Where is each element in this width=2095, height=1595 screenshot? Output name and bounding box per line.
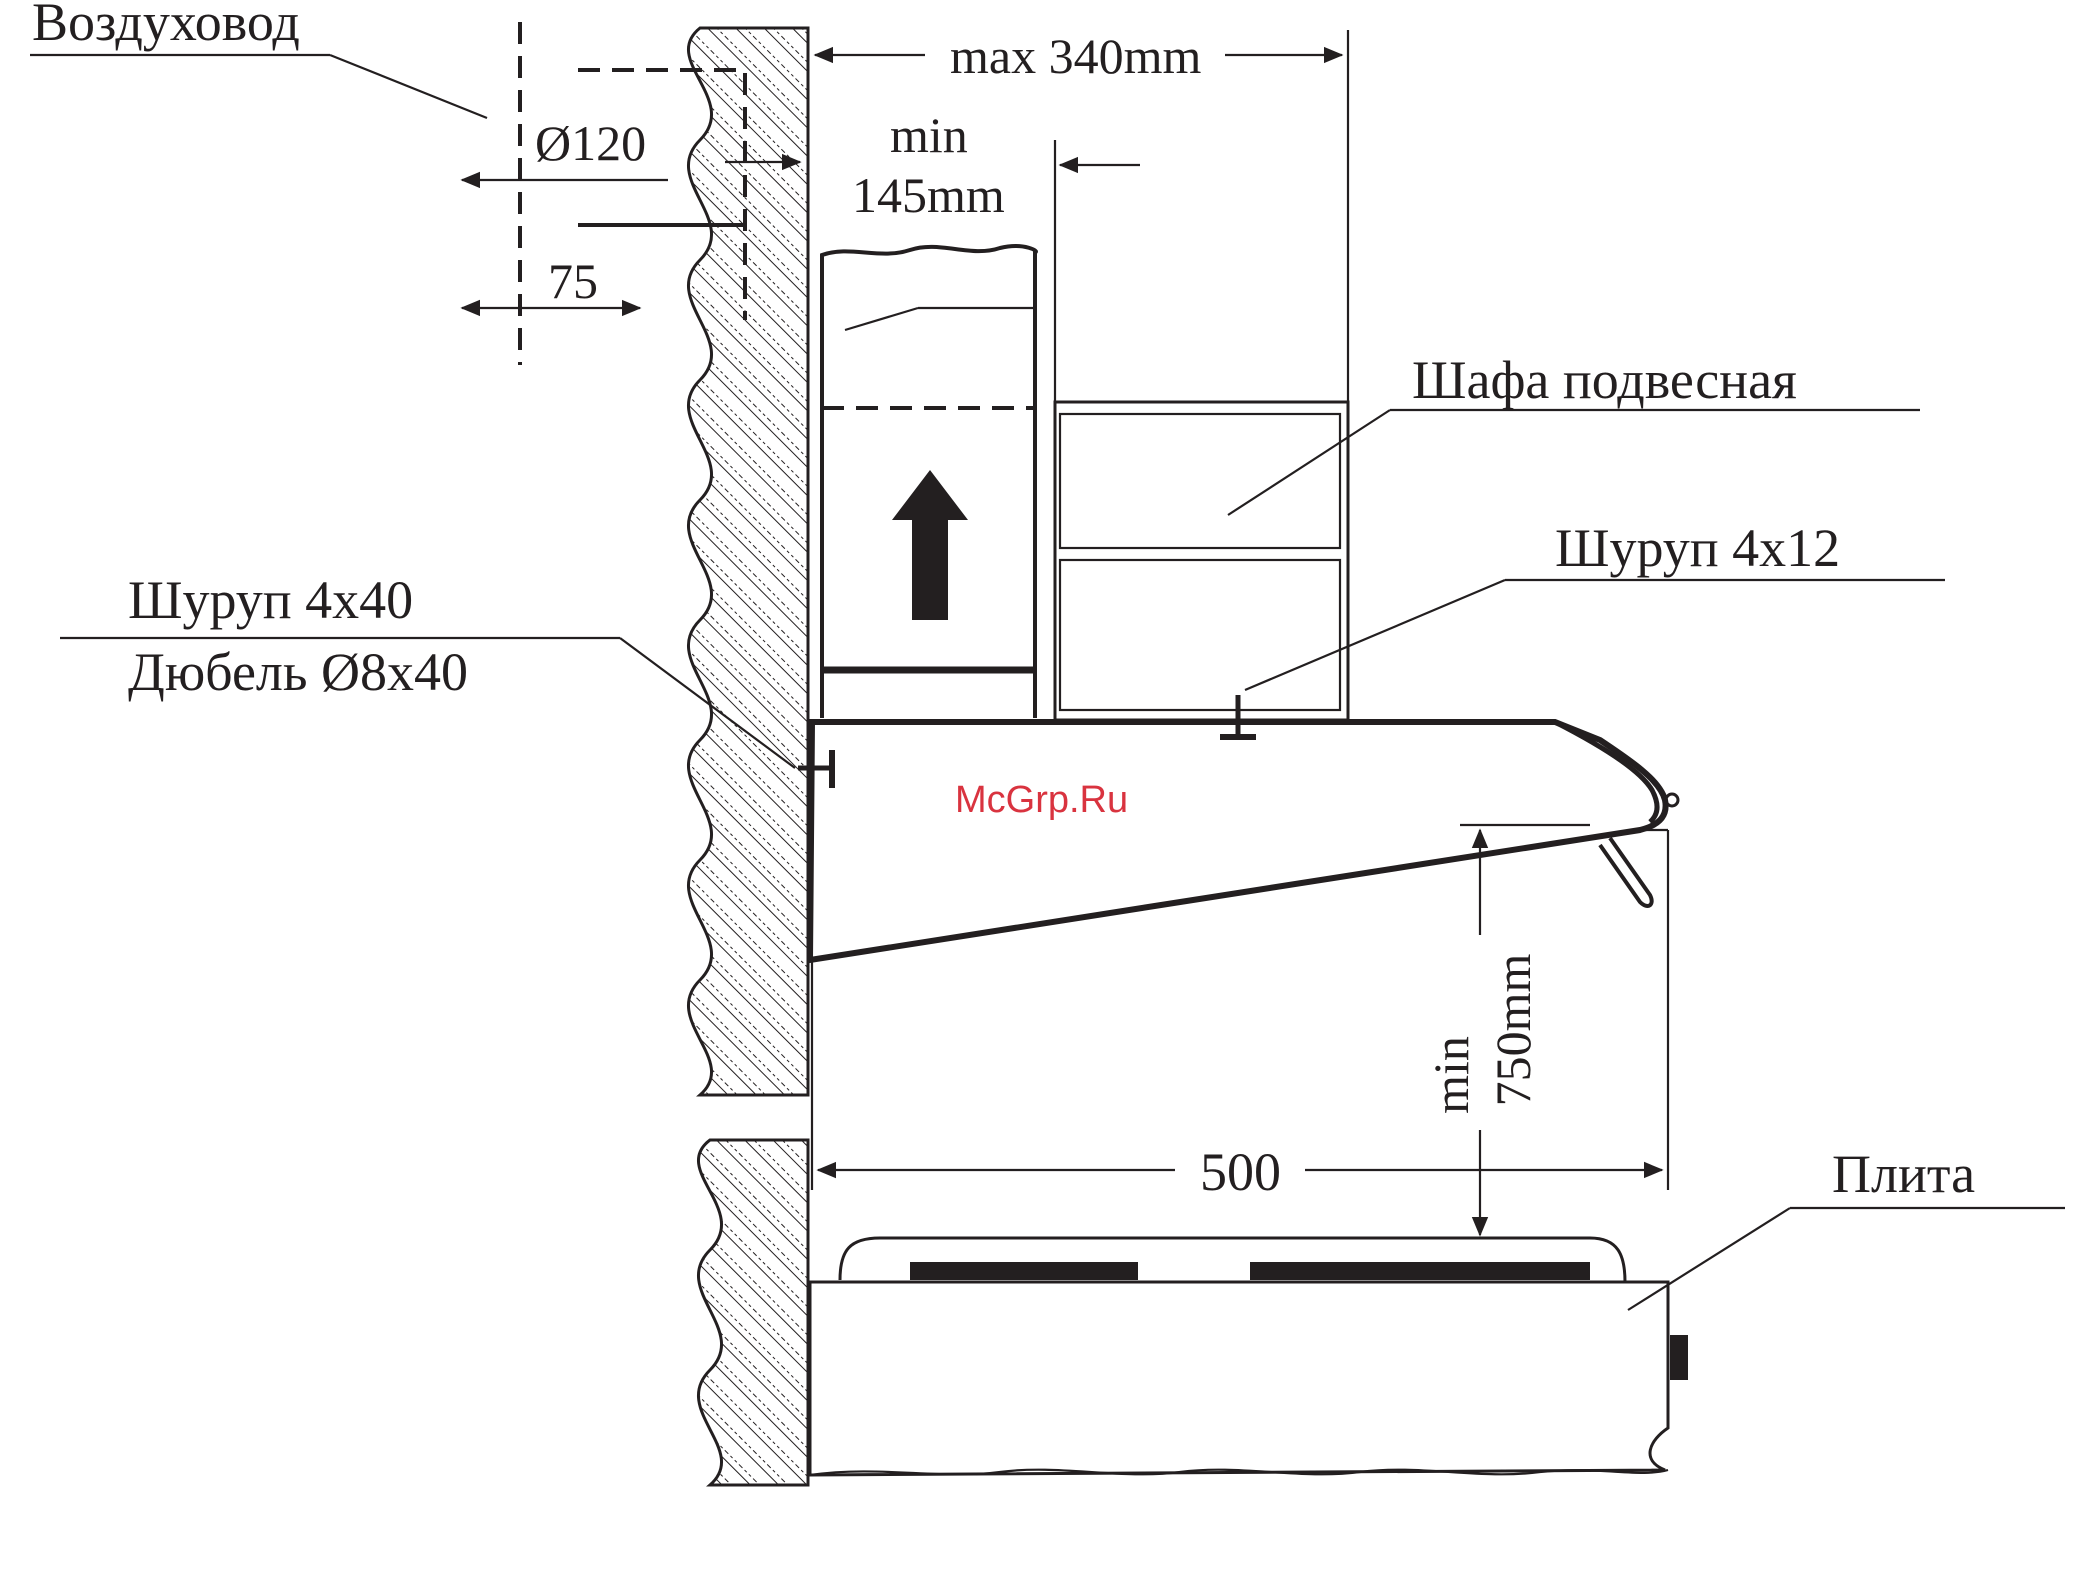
stove-knob-icon: [1670, 1335, 1688, 1380]
min-depth-label-1: min: [890, 107, 968, 163]
screw-big-label: Шуруп 4х40: [128, 570, 413, 630]
min-depth-label-2: 145mm: [852, 167, 1005, 223]
duct-section: [30, 22, 800, 365]
screw-4x12: [1220, 580, 1945, 737]
width-label: 500: [1200, 1142, 1281, 1202]
stove-label: Плита: [1832, 1144, 1975, 1204]
offset-label: 75: [548, 253, 598, 309]
max-depth-label: max 340mm: [950, 28, 1201, 84]
cabinet-label: Шафа подвесная: [1412, 350, 1797, 410]
hood-body: [810, 722, 1678, 960]
dowel-label: Дюбель Ø8х40: [128, 642, 468, 702]
wall-upper: [688, 28, 808, 1095]
airflow-arrow-icon: [892, 470, 968, 620]
min-height-label-2: 750mm: [1485, 954, 1541, 1107]
screw-small-label: Шуруп 4х12: [1555, 518, 1840, 578]
diameter-label: Ø120: [535, 115, 646, 171]
wall-lower: [698, 1140, 808, 1485]
min-height-label-1: min: [1423, 1036, 1479, 1114]
watermark: McGrp.Ru: [955, 779, 1128, 821]
burner-right: [1250, 1262, 1590, 1280]
stove: [810, 1208, 2065, 1475]
burner-left: [910, 1262, 1138, 1280]
duct-label: Воздуховод: [32, 0, 300, 52]
chimney-cover: [822, 246, 1036, 718]
